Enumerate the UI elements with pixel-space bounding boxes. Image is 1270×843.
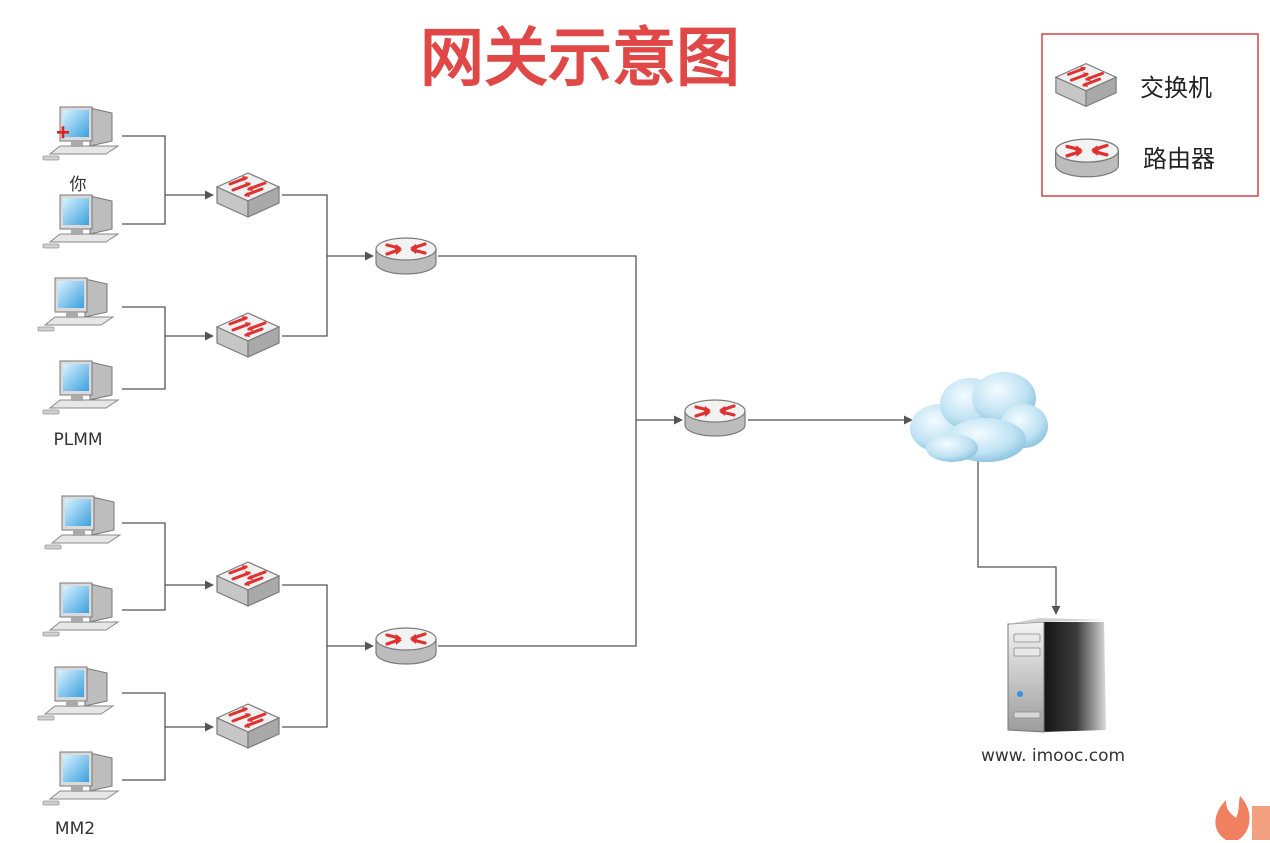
link-pc3-pc4: [122, 306, 166, 390]
computer-icon: [42, 194, 119, 249]
network-links: [122, 135, 1061, 781]
computers: [37, 106, 121, 806]
computer-icon: [42, 751, 119, 806]
link-switch3-switch4: [282, 584, 328, 728]
diagram-title: 网关示意图: [420, 22, 740, 96]
switch-icon: [215, 560, 281, 608]
router-icon: [374, 236, 438, 276]
computer-icon: [42, 106, 119, 161]
legend-router-label: 路由器: [1143, 145, 1215, 173]
router-icon: [374, 626, 438, 666]
computer-icon: [42, 582, 119, 637]
pc-label-you: 你: [70, 175, 87, 195]
link-pc1-pc2: [122, 135, 166, 225]
legend-switch-label: 交换机: [1140, 74, 1212, 102]
server-label: www. imooc.com: [981, 746, 1125, 766]
legend-router-icon: [1053, 137, 1121, 179]
flame-icon: [1215, 796, 1270, 840]
switch-icon: [215, 171, 281, 219]
cloud-icon: [910, 372, 1048, 462]
link-to-server: [977, 460, 1061, 615]
computer-icon: [37, 666, 114, 721]
link-pc7-pc8: [122, 692, 166, 781]
routers: [374, 236, 747, 666]
pc-label-plmm: PLMM: [53, 430, 102, 450]
switches: [215, 171, 281, 750]
computer-icon: [42, 360, 119, 415]
plus-icon: [57, 126, 69, 139]
link-router1-router2: [438, 255, 637, 647]
pc-label-mm2: MM2: [55, 819, 95, 839]
link-switch1-switch2: [282, 194, 328, 337]
switch-icon: [215, 702, 281, 750]
link-pc5-pc6: [122, 522, 166, 611]
computer-icon: [44, 495, 121, 550]
legend: 交换机 路由器: [1041, 33, 1259, 197]
server-icon: [1007, 618, 1106, 733]
computer-icon: [37, 277, 114, 332]
router-icon: [683, 398, 747, 438]
switch-icon: [215, 311, 281, 359]
